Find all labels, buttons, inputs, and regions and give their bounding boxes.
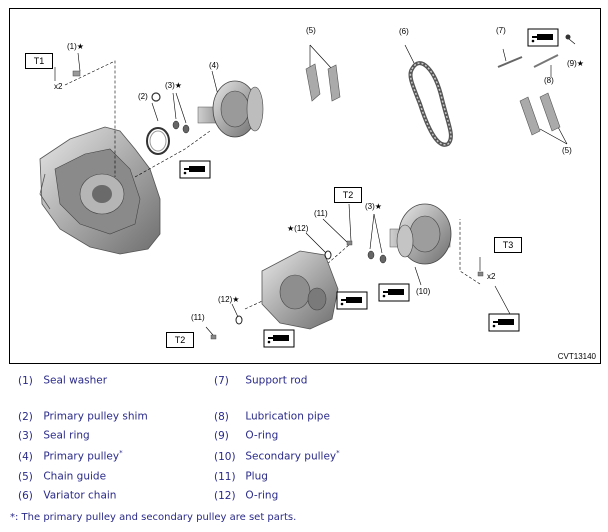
callout-9: (9)★ [567, 59, 584, 68]
oil-can-icon [179, 160, 211, 179]
legend-item: (3) Seal ring [18, 429, 90, 442]
oil-can-icon [378, 283, 410, 302]
callout-7: (7) [496, 26, 506, 35]
quantity-label: x2 [487, 272, 496, 281]
legend-item: (11) Plug [214, 470, 268, 483]
lubrication-pipe-part [533, 54, 559, 68]
callout-2: (2) [138, 92, 148, 101]
legend-item: (8) Lubrication pipe [214, 410, 330, 423]
callout-5-upper: (5) [306, 26, 316, 35]
plug-upper-part [346, 240, 353, 246]
transmission-case [39, 126, 161, 255]
torque-box-t2-lower: T2 [166, 332, 194, 348]
o-ring-12-upper-part [324, 250, 332, 260]
oil-can-icon [527, 28, 559, 47]
transmission-housing-part [261, 250, 339, 330]
callout-1: (1)★ [67, 42, 84, 51]
oil-symbol-icons [179, 28, 559, 348]
seal-washer-part [72, 70, 81, 77]
legend-item: (12) O-ring [214, 489, 279, 502]
legend-item: (10) Secondary pulley* [214, 449, 340, 463]
callout-3-lower: (3)★ [365, 202, 382, 211]
chain-guide-part-lower [519, 92, 561, 136]
callout-12-lower: (12)★ [218, 295, 240, 304]
plug-t3-part [477, 271, 484, 277]
primary-pulley-part [197, 80, 264, 138]
exploded-diagram: T1 T2 T2 T3 x2 x2 (1)★ (2) (3)★ (4) (5) … [9, 8, 601, 364]
legend-item: (7) Support rod [214, 374, 308, 387]
legend-item: (9) O-ring [214, 429, 279, 442]
footnote: *: The primary pulley and secondary pull… [10, 512, 297, 523]
callout-10: (10) [416, 287, 431, 296]
support-rod-part [497, 56, 523, 68]
oil-can-icon [336, 291, 368, 310]
legend-item: (1) Seal washer [18, 374, 108, 387]
torque-box-t2-upper: T2 [334, 187, 362, 203]
callout-6: (6) [399, 27, 409, 36]
primary-pulley-shim-part [146, 92, 170, 155]
solid-leaders [54, 38, 576, 336]
legend-item: (2) Primary pulley shim [18, 410, 148, 423]
variator-chain-part [408, 61, 453, 147]
parts-legend: (1) Seal washer (2) Primary pulley shim … [0, 368, 608, 532]
secondary-pulley-part [389, 203, 452, 265]
torque-box-t1: T1 [25, 53, 53, 69]
diagram-code: CVT13140 [557, 352, 596, 361]
legend-item: (6) Variator chain [18, 489, 117, 502]
callout-4: (4) [209, 61, 219, 70]
callout-8: (8) [544, 76, 554, 85]
callout-12-upper: ★(12) [287, 224, 309, 233]
legend-item: (5) Chain guide [18, 470, 107, 483]
torque-box-t3: T3 [494, 237, 522, 253]
chain-guide-part-upper [305, 63, 341, 102]
plug-lower-part [210, 334, 217, 340]
oil-can-icon [488, 313, 520, 332]
seal-ring-part [172, 120, 387, 264]
oil-can-icon [263, 329, 295, 348]
callout-3-upper: (3)★ [165, 81, 182, 90]
callout-11-upper: (11) [314, 209, 328, 218]
o-ring-12-lower-part [235, 315, 243, 325]
legend-item: (4) Primary pulley* [18, 449, 123, 463]
callout-5-lower: (5) [562, 146, 572, 155]
diagram-artwork [39, 28, 576, 348]
callout-11-lower: (11) [191, 313, 205, 322]
quantity-label: x2 [54, 82, 63, 91]
o-ring-9-part [565, 34, 571, 40]
